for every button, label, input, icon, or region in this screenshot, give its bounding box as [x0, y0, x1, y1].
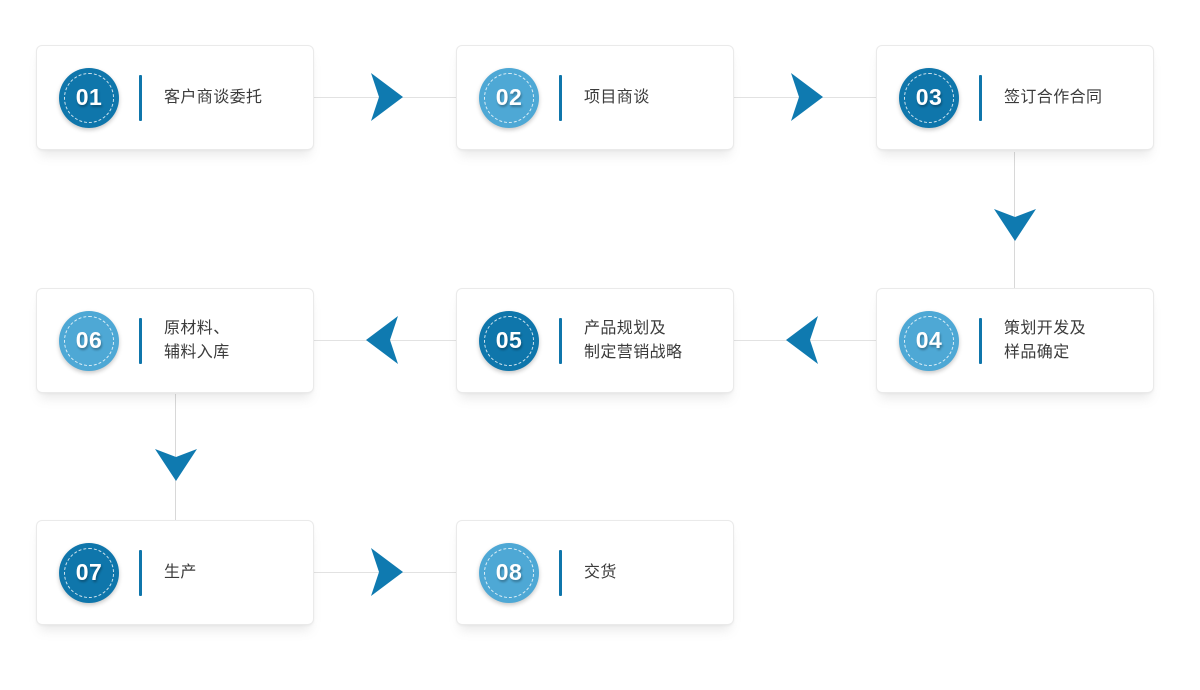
step-label-08: 交货 — [584, 563, 617, 581]
connector-03-04 — [1014, 152, 1015, 340]
step-badge-05: 05 — [479, 310, 539, 371]
step-badge-02: 02 — [479, 67, 539, 128]
step-divider-08 — [559, 549, 562, 596]
step-label-02: 项目商谈 — [584, 88, 650, 106]
step-card-03[interactable]: 03 签订合作合同 — [876, 45, 1154, 150]
step-card-05[interactable]: 05 产品规划及 制定营销战略 — [456, 288, 734, 393]
step-label-06: 原材料、 辅料入库 — [164, 319, 230, 361]
step-card-08[interactable]: 08 交货 — [456, 520, 734, 625]
step-label-04: 策划开发及 样品确定 — [1004, 319, 1087, 361]
step-number-06: 06 — [75, 327, 103, 353]
step-divider-02 — [559, 74, 562, 121]
step-badge-06: 06 — [59, 310, 119, 371]
arrow-03-to-04-icon — [992, 203, 1038, 247]
step-badge-08: 08 — [479, 542, 539, 603]
dashed-ring-icon — [484, 547, 534, 598]
dashed-ring-icon — [484, 315, 534, 366]
step-number-01: 01 — [75, 84, 103, 110]
dashed-ring-icon — [64, 547, 114, 598]
dashed-ring-icon — [904, 72, 954, 123]
arrow-06-to-07-icon — [153, 443, 199, 487]
step-label-07: 生产 — [164, 563, 197, 581]
step-card-04[interactable]: 04 策划开发及 样品确定 — [876, 288, 1154, 393]
step-divider-07 — [139, 549, 142, 596]
step-number-03: 03 — [915, 84, 943, 110]
step-number-07: 07 — [75, 559, 103, 585]
step-label-03: 签订合作合同 — [1004, 88, 1103, 106]
step-number-04: 04 — [915, 327, 943, 353]
step-badge-01: 01 — [59, 67, 119, 128]
step-card-07[interactable]: 07 生产 — [36, 520, 314, 625]
step-badge-04: 04 — [899, 310, 959, 371]
arrow-01-to-02-icon — [363, 71, 407, 123]
step-badge-03: 03 — [899, 67, 959, 128]
step-card-06[interactable]: 06 原材料、 辅料入库 — [36, 288, 314, 393]
step-number-08: 08 — [495, 559, 523, 585]
dashed-ring-icon — [64, 72, 114, 123]
step-label-01: 客户商谈委托 — [164, 88, 263, 106]
step-card-02[interactable]: 02 项目商谈 — [456, 45, 734, 150]
arrow-05-to-06-icon — [362, 314, 406, 366]
step-badge-07: 07 — [59, 542, 119, 603]
step-divider-04 — [979, 317, 982, 364]
step-card-01[interactable]: 01 客户商谈委托 — [36, 45, 314, 150]
step-number-02: 02 — [495, 84, 523, 110]
step-divider-06 — [139, 317, 142, 364]
arrow-04-to-05-icon — [782, 314, 826, 366]
dashed-ring-icon — [484, 72, 534, 123]
arrow-07-to-08-icon — [363, 546, 407, 598]
dashed-ring-icon — [904, 315, 954, 366]
dashed-ring-icon — [64, 315, 114, 366]
step-divider-03 — [979, 74, 982, 121]
step-label-05: 产品规划及 制定营销战略 — [584, 319, 683, 361]
step-divider-01 — [139, 74, 142, 121]
arrow-02-to-03-icon — [783, 71, 827, 123]
step-number-05: 05 — [495, 327, 523, 353]
step-divider-05 — [559, 317, 562, 364]
